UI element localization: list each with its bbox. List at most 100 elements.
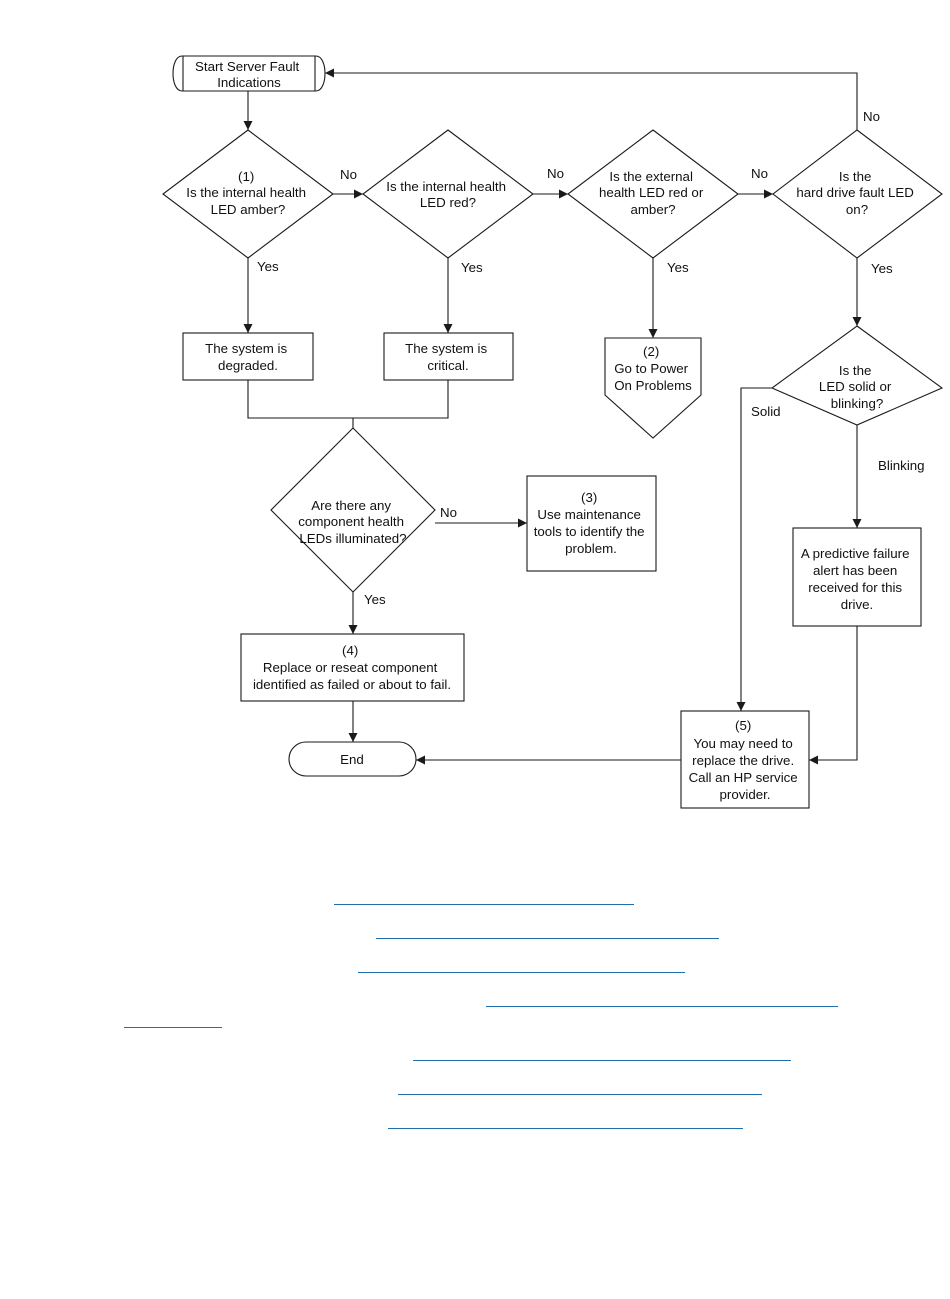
d1-line-2: Is the internal health (186, 185, 306, 200)
replace-drive-label: (5) You may need to replace the drive. C… (689, 718, 802, 802)
d5-line-1: Is the (839, 363, 872, 378)
power-line-1: (2) (643, 344, 659, 359)
decision-component-leds-shape (270, 427, 436, 593)
start-label: Start Server Fault Indications (195, 59, 303, 90)
drive-line-1: (5) (735, 718, 751, 733)
end-line-1: End (340, 752, 364, 767)
edge-degraded-critical-merge (247, 380, 449, 428)
predictive-line-2: alert has been (813, 563, 897, 578)
replace-box-shape (240, 633, 465, 702)
maintenance-box-shape (526, 475, 657, 572)
d1-line-1: (1) (238, 169, 254, 184)
power-line-3: On Problems (614, 378, 692, 393)
decision-hard-drive-led-shape (772, 129, 943, 259)
decision-internal-amber-label: (1) Is the internal health LED amber? (186, 169, 309, 217)
label-d4-no: No (863, 109, 880, 124)
d5-line-2: LED solid or (819, 379, 892, 394)
degraded-box-shape (182, 332, 314, 381)
maint-line-2: Use maintenance (537, 507, 640, 522)
edge-d4-no-to-start (325, 68, 858, 133)
link-underline-6[interactable] (398, 1094, 762, 1095)
link-underline-4b[interactable] (124, 1027, 222, 1028)
shapes (162, 55, 944, 809)
label-d4-yes: Yes (871, 261, 893, 276)
predictive-line-3: received for this (808, 580, 902, 595)
d2-line-2: LED red? (420, 195, 476, 210)
link-underline-1[interactable] (334, 904, 634, 905)
label-d2-yes: Yes (461, 260, 483, 275)
end-label: End (340, 752, 364, 767)
decision-internal-red-label: Is the internal health LED red? (386, 179, 509, 210)
degraded-label: The system is degraded. (205, 341, 291, 373)
d6-line-2: component health (298, 514, 404, 529)
d4-line-2: hard drive fault LED (796, 185, 914, 200)
replace-drive-box-shape (680, 710, 810, 809)
link-underline-2[interactable] (376, 938, 719, 939)
label-d2-no: No (547, 166, 564, 181)
label-d3-no: No (751, 166, 768, 181)
drive-line-3: replace the drive. (692, 753, 794, 768)
predictive-line-4: drive. (841, 597, 874, 612)
critical-line-1: The system is (405, 341, 487, 356)
label-d5-blinking: Blinking (878, 458, 925, 473)
critical-line-2: critical. (427, 358, 468, 373)
server-fault-flowchart: Start Server Fault Indications (1) Is th… (162, 55, 944, 809)
degraded-line-1: The system is (205, 341, 287, 356)
maintenance-label: (3) Use maintenance tools to identify th… (534, 490, 649, 556)
link-underline-4a[interactable] (486, 1006, 838, 1007)
d2-line-1: Is the internal health (386, 179, 506, 194)
drive-line-4: Call an HP service (689, 770, 798, 785)
node-texts: Start Server Fault Indications (1) Is th… (186, 59, 917, 802)
d3-line-2: health LED red or (599, 185, 704, 200)
decision-hard-drive-led-label: Is the hard drive fault LED on? (796, 169, 917, 217)
label-d6-no: No (440, 505, 457, 520)
decision-component-leds-label: Are there any component health LEDs illu… (298, 498, 407, 546)
edge-predictive-to-drive (809, 626, 858, 765)
label-d5-solid: Solid (751, 404, 781, 419)
label-d1-no: No (340, 167, 357, 182)
degraded-line-2: degraded. (218, 358, 278, 373)
drive-line-5: provider. (720, 787, 771, 802)
start-label-line-2: Indications (217, 75, 281, 90)
decision-led-solid-blinking-shape (770, 325, 944, 426)
label-d3-yes: Yes (667, 260, 689, 275)
predictive-failure-box-shape (792, 527, 922, 627)
decision-internal-red-shape (362, 129, 534, 259)
d6-line-3: LEDs illuminated? (299, 531, 406, 546)
replace-line-3: identified as failed or about to fail. (253, 677, 451, 692)
d6-line-1: Are there any (311, 498, 391, 513)
replace-line-2: Replace or reseat component (263, 660, 438, 675)
replace-line-1: (4) (342, 643, 358, 658)
start-terminator-shape (172, 55, 326, 92)
d3-line-3: amber? (630, 202, 675, 217)
decision-led-solid-blinking-label: Is the LED solid or blinking? (819, 363, 895, 411)
link-underline-7[interactable] (388, 1128, 743, 1129)
power-line-2: Go to Power (614, 361, 688, 376)
predictive-failure-label: A predictive failure alert has been rece… (801, 546, 913, 612)
end-terminator-shape (288, 741, 417, 777)
predictive-line-1: A predictive failure (801, 546, 910, 561)
drive-line-2: You may need to (693, 736, 792, 751)
d3-line-1: Is the external (609, 169, 693, 184)
power-label: (2) Go to Power On Problems (614, 344, 692, 393)
critical-label: The system is critical. (405, 341, 491, 373)
maint-line-4: problem. (565, 541, 617, 556)
decision-internal-amber-shape (162, 129, 334, 259)
d4-line-1: Is the (839, 169, 872, 184)
edge-labels: No No No No Yes Yes Yes Yes Solid Blinki… (257, 109, 925, 607)
power-offpage-shape (604, 337, 702, 439)
label-d1-yes: Yes (257, 259, 279, 274)
maint-line-1: (3) (581, 490, 597, 505)
d1-line-3: LED amber? (211, 202, 286, 217)
d4-line-3: on? (846, 202, 868, 217)
link-underline-5[interactable] (413, 1060, 791, 1061)
connectors (243, 68, 862, 765)
link-underline-3[interactable] (358, 972, 685, 973)
start-label-line-1: Start Server Fault (195, 59, 299, 74)
replace-label: (4) Replace or reseat component identifi… (253, 643, 451, 692)
decision-external-led-label: Is the external health LED red or amber? (599, 169, 707, 217)
maint-line-3: tools to identify the (534, 524, 645, 539)
label-d6-yes: Yes (364, 592, 386, 607)
critical-box-shape (383, 332, 514, 381)
d5-line-3: blinking? (831, 396, 884, 411)
